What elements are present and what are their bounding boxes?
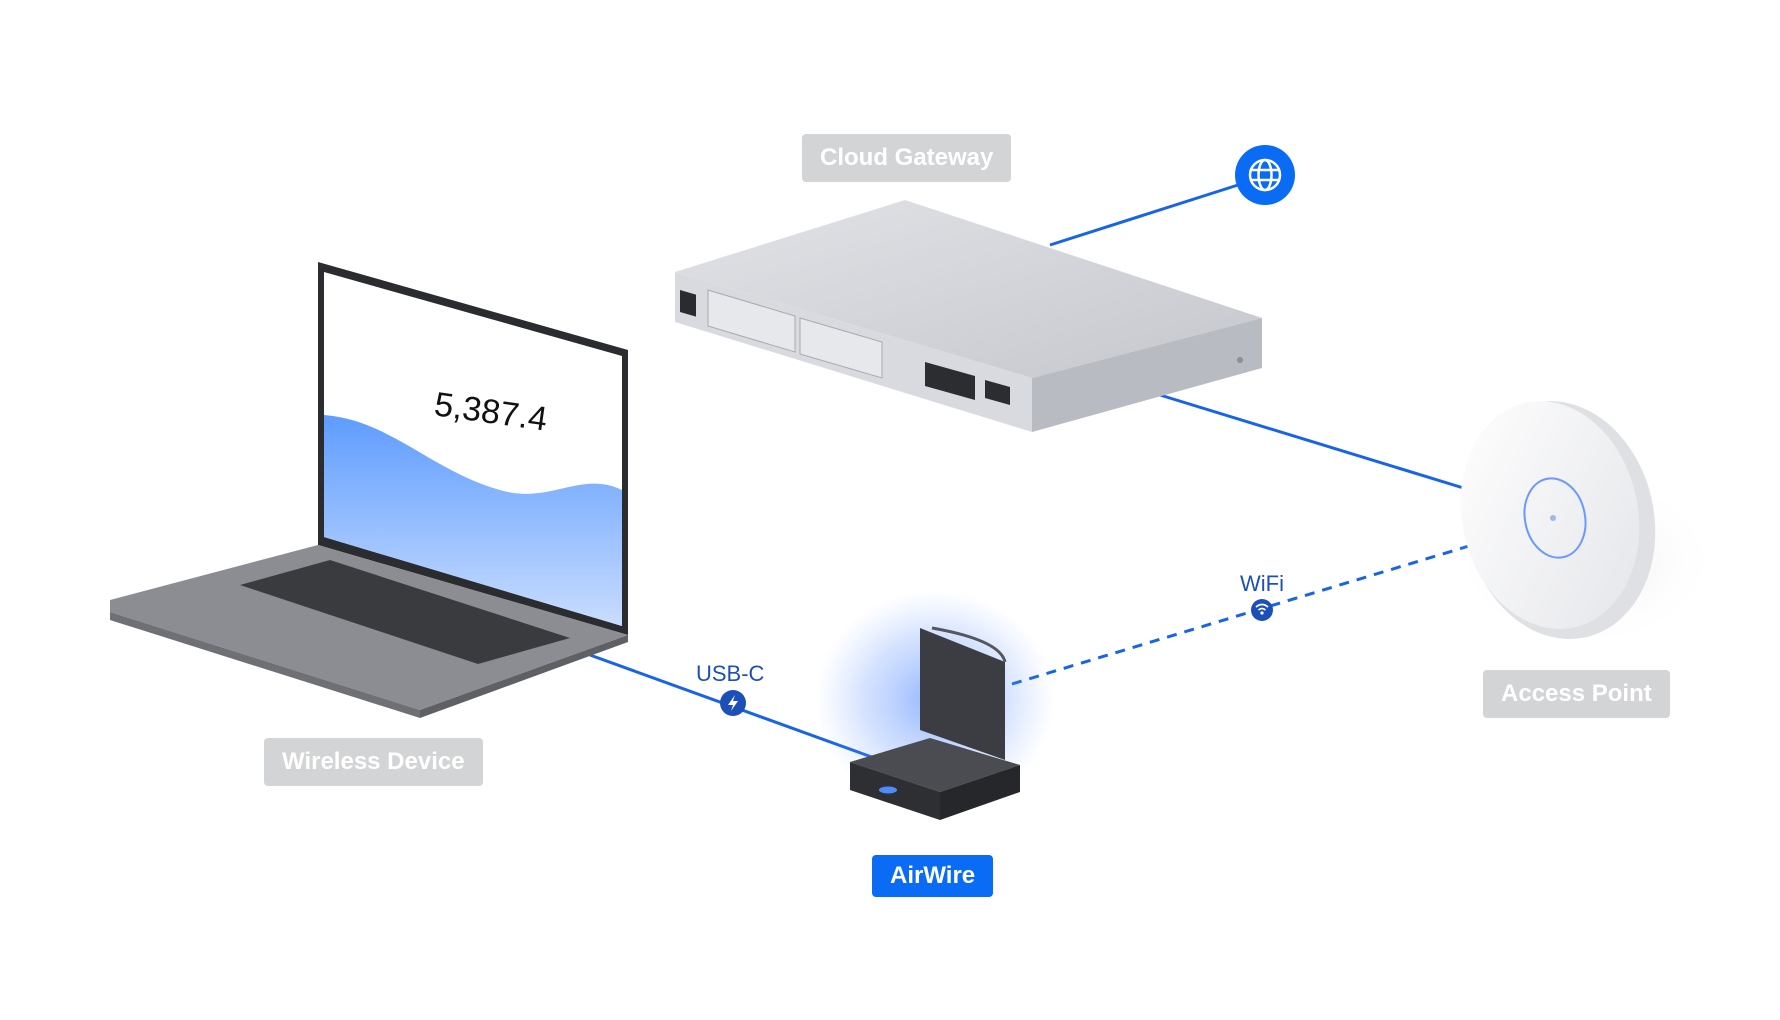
cloud-gateway-device — [675, 200, 1262, 432]
wifi-icon — [1251, 599, 1273, 621]
cloud-gateway-label: Cloud Gateway — [802, 134, 1012, 182]
usb-c-edge-label: USB-C — [696, 661, 765, 686]
lightning-icon — [720, 690, 746, 716]
laptop-device — [110, 262, 628, 718]
gateway-ap-link — [1159, 393, 1471, 492]
access-point-device — [1450, 401, 1720, 650]
wireless-device-label: Wireless Device — [264, 738, 483, 786]
airwire-label: AirWire — [872, 855, 994, 897]
wifi-edge-label: WiFi — [1240, 571, 1284, 596]
globe-icon — [1235, 145, 1295, 205]
gateway-internet-link — [1049, 183, 1239, 247]
airwire-device — [815, 590, 1055, 820]
access-point-label: Access Point — [1483, 670, 1670, 718]
